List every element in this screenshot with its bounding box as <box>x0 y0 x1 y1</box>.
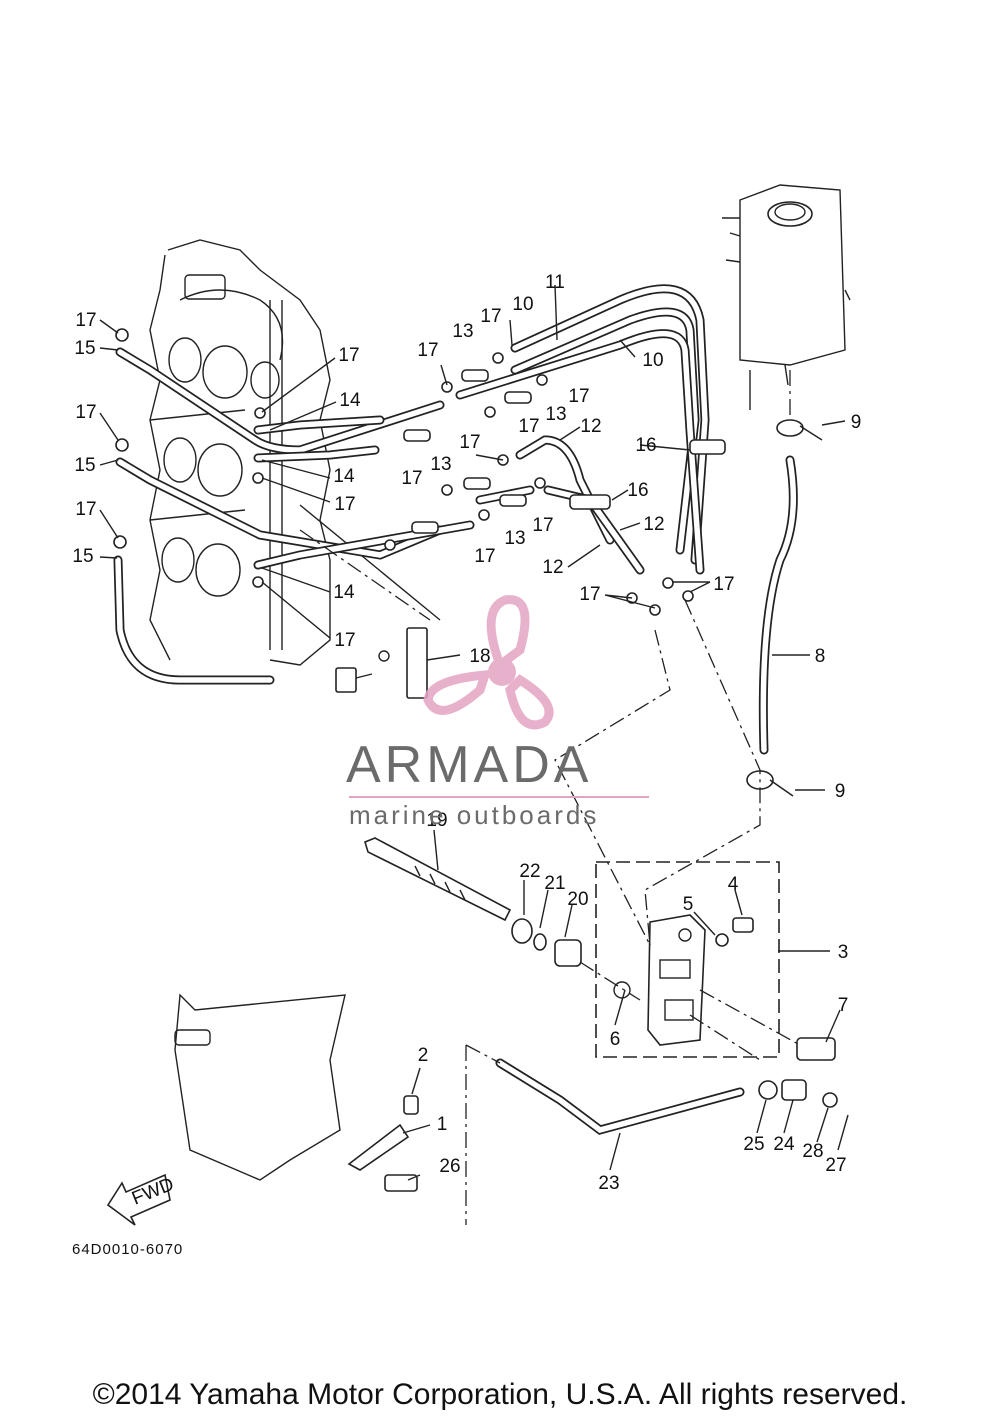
callout-9: 9 <box>851 412 862 433</box>
routing-lines <box>299 529 801 1061</box>
oil-tank <box>722 184 851 410</box>
callout-19: 19 <box>426 810 447 831</box>
callout-17: 17 <box>713 574 734 595</box>
callout-17: 17 <box>75 310 96 331</box>
callout-10: 10 <box>512 294 533 315</box>
engine-block <box>149 239 441 666</box>
callout-27: 27 <box>825 1155 846 1176</box>
callout-24: 24 <box>773 1134 795 1155</box>
callout-15: 15 <box>74 455 95 476</box>
callout-17: 17 <box>75 499 96 520</box>
callout-14: 14 <box>333 582 355 603</box>
callout-17: 17 <box>579 584 600 605</box>
callout-4: 4 <box>728 874 739 895</box>
callout-16: 16 <box>635 435 656 456</box>
callout-1: 1 <box>437 1114 448 1135</box>
callout-17: 17 <box>532 515 553 536</box>
oil-hose <box>746 370 823 797</box>
callout-21: 21 <box>544 873 565 894</box>
callout-15: 15 <box>74 338 95 359</box>
callout-7: 7 <box>838 995 849 1016</box>
callout-9: 9 <box>835 781 846 802</box>
lower-parts <box>174 993 838 1225</box>
callout-17: 17 <box>417 340 438 361</box>
callout-17: 17 <box>334 630 355 651</box>
propeller-logo <box>423 595 554 730</box>
callout-25: 25 <box>743 1134 764 1155</box>
callout-17: 17 <box>474 546 495 567</box>
leader-lines <box>99 284 849 1181</box>
callout-3: 3 <box>838 942 849 963</box>
drawing-code: 64D0010-6070 <box>72 1241 184 1258</box>
callout-13: 13 <box>545 404 566 425</box>
engine-hoses <box>113 347 475 685</box>
watermark-divider <box>349 796 649 798</box>
callout-18: 18 <box>469 646 490 667</box>
callout-5: 5 <box>683 894 694 915</box>
callout-8: 8 <box>815 646 826 667</box>
callout-2: 2 <box>418 1045 429 1066</box>
callout-17: 17 <box>401 468 422 489</box>
callout-6: 6 <box>610 1029 621 1050</box>
pump-shaft <box>364 837 582 967</box>
callout-17: 17 <box>480 306 501 327</box>
callout-14: 14 <box>339 390 361 411</box>
check-valves <box>403 369 532 534</box>
callout-17: 17 <box>459 432 480 453</box>
callout-23: 23 <box>598 1173 619 1194</box>
callout-14: 14 <box>333 466 355 487</box>
bracket-bolt <box>335 627 428 699</box>
callout-26: 26 <box>439 1156 460 1177</box>
oil-pump-assembly <box>595 861 780 1058</box>
callouts: 17 15 17 15 17 15 17 14 14 17 14 17 17 1… <box>72 272 861 1194</box>
hose-clips <box>113 328 694 616</box>
callout-17: 17 <box>334 494 355 515</box>
callout-10: 10 <box>642 350 663 371</box>
watermark-tagline: marine outboards <box>349 800 600 830</box>
callout-16: 16 <box>627 480 648 501</box>
callout-22: 22 <box>519 861 540 882</box>
watermark-brand: ARMADA <box>346 736 593 794</box>
callout-17: 17 <box>518 416 539 437</box>
callout-13: 13 <box>430 454 451 475</box>
callout-15: 15 <box>72 546 93 567</box>
callout-12: 12 <box>542 557 563 578</box>
callout-12: 12 <box>643 514 664 535</box>
callout-13: 13 <box>504 528 525 549</box>
callout-17: 17 <box>75 402 96 423</box>
copyright-notice: ©2014 Yamaha Motor Corporation, U.S.A. A… <box>92 1378 908 1411</box>
callout-17: 17 <box>568 386 589 407</box>
callout-20: 20 <box>567 889 588 910</box>
callout-12: 12 <box>580 416 601 437</box>
callout-13: 13 <box>452 321 473 342</box>
callout-11: 11 <box>545 272 565 293</box>
callout-28: 28 <box>802 1141 823 1162</box>
fwd-arrow: FWD <box>106 1173 177 1226</box>
callout-17: 17 <box>338 345 359 366</box>
